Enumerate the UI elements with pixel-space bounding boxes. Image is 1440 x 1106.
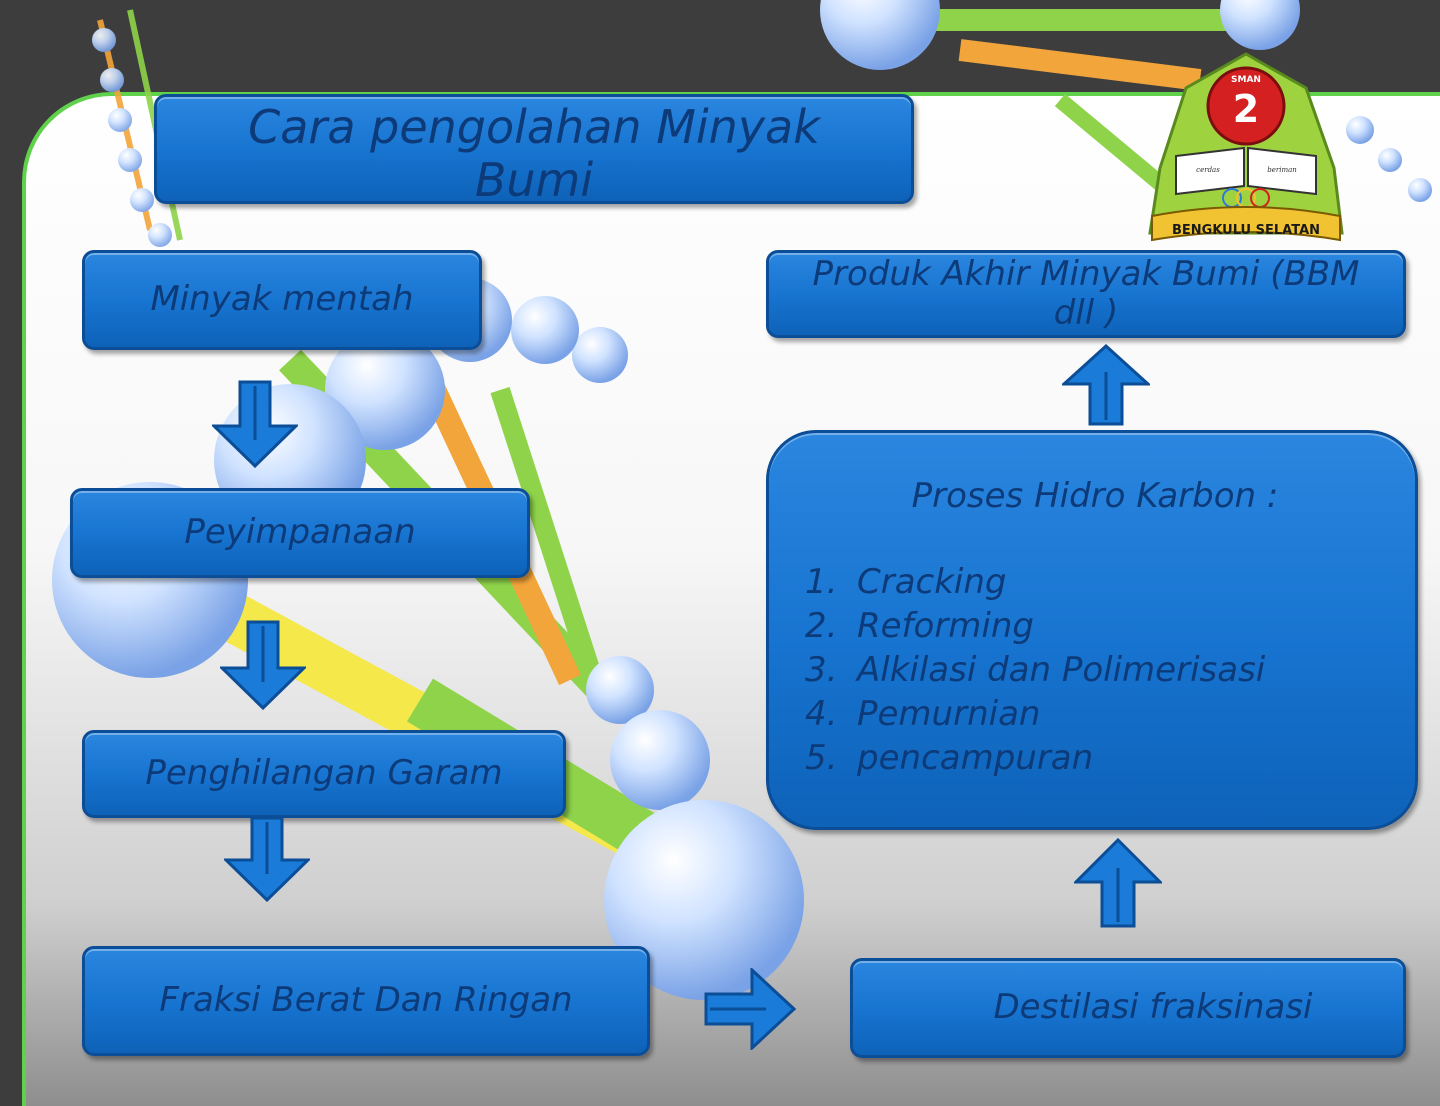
list-item: 4. Pemurnian [805,692,1415,736]
page-title: Cara pengolahan Minyak Bumi [248,100,820,207]
title-box: Cara pengolahan Minyak Bumi [154,94,914,207]
list-text: Pemurnian [857,694,1041,735]
svg-text:beriman: beriman [1267,166,1297,174]
step-penghilangan-garam-box: Penghilangan Garam [82,730,566,818]
svg-text:cerdas: cerdas [1196,166,1220,174]
step-destilasi-box: Destilasi fraksinasi [850,958,1406,1058]
list-item: 5. pencampuran [805,736,1415,780]
step-penyimpanan-box: Peyimpanaan [70,488,530,578]
list-item: 3. Alkilasi dan Polimerisasi [805,648,1415,692]
list-item: 2. Reforming [805,604,1415,648]
list-number: 2. [805,606,838,647]
list-text: Cracking [857,562,1007,603]
arrow-up-icon [1074,838,1162,928]
svg-text:2: 2 [1233,87,1259,131]
arrow-right-icon [704,968,796,1050]
list-text: Reforming [857,606,1034,647]
arrow-down-icon [224,816,310,902]
proses-list: 1. Cracking 2. Reforming 3. Alkilasi dan Po… [805,560,1415,780]
step-label: Fraksi Berat Dan Ringan [159,980,573,1021]
proses-hidro-karbon-box: Proses Hidro Karbon : 1. Cracking 2. Refor… [766,430,1418,830]
list-number: 1. [805,562,838,603]
proses-heading: Proses Hidro Karbon : [911,476,1279,516]
step-label: Peyimpanaan [184,512,416,553]
list-number: 5. [805,738,838,779]
step-label: Destilasi fraksinasi [993,987,1313,1028]
step-minyak-mentah-box: Minyak mentah [82,250,482,350]
list-number: 4. [805,694,838,735]
arrow-down-icon [212,380,298,468]
step-produk-akhir-box: Produk Akhir Minyak Bumi (BBM dll ) [766,250,1406,338]
school-logo: SMAN 2 cerdas beriman BENGKULU SELATAN [1148,52,1344,242]
svg-text:BENGKULU SELATAN: BENGKULU SELATAN [1172,223,1320,238]
step-fraksi-box: Fraksi Berat Dan Ringan [82,946,650,1056]
list-item: 1. Cracking [805,560,1415,604]
svg-text:SMAN: SMAN [1231,75,1261,85]
list-number: 3. [805,650,838,691]
step-label: Minyak mentah [150,279,414,320]
arrow-up-icon [1062,344,1150,426]
step-label: Produk Akhir Minyak Bumi (BBM dll ) [812,254,1360,334]
list-text: Alkilasi dan Polimerisasi [857,650,1266,691]
step-label: Penghilangan Garam [145,753,503,794]
list-text: pencampuran [857,738,1094,779]
arrow-down-icon [220,620,306,710]
